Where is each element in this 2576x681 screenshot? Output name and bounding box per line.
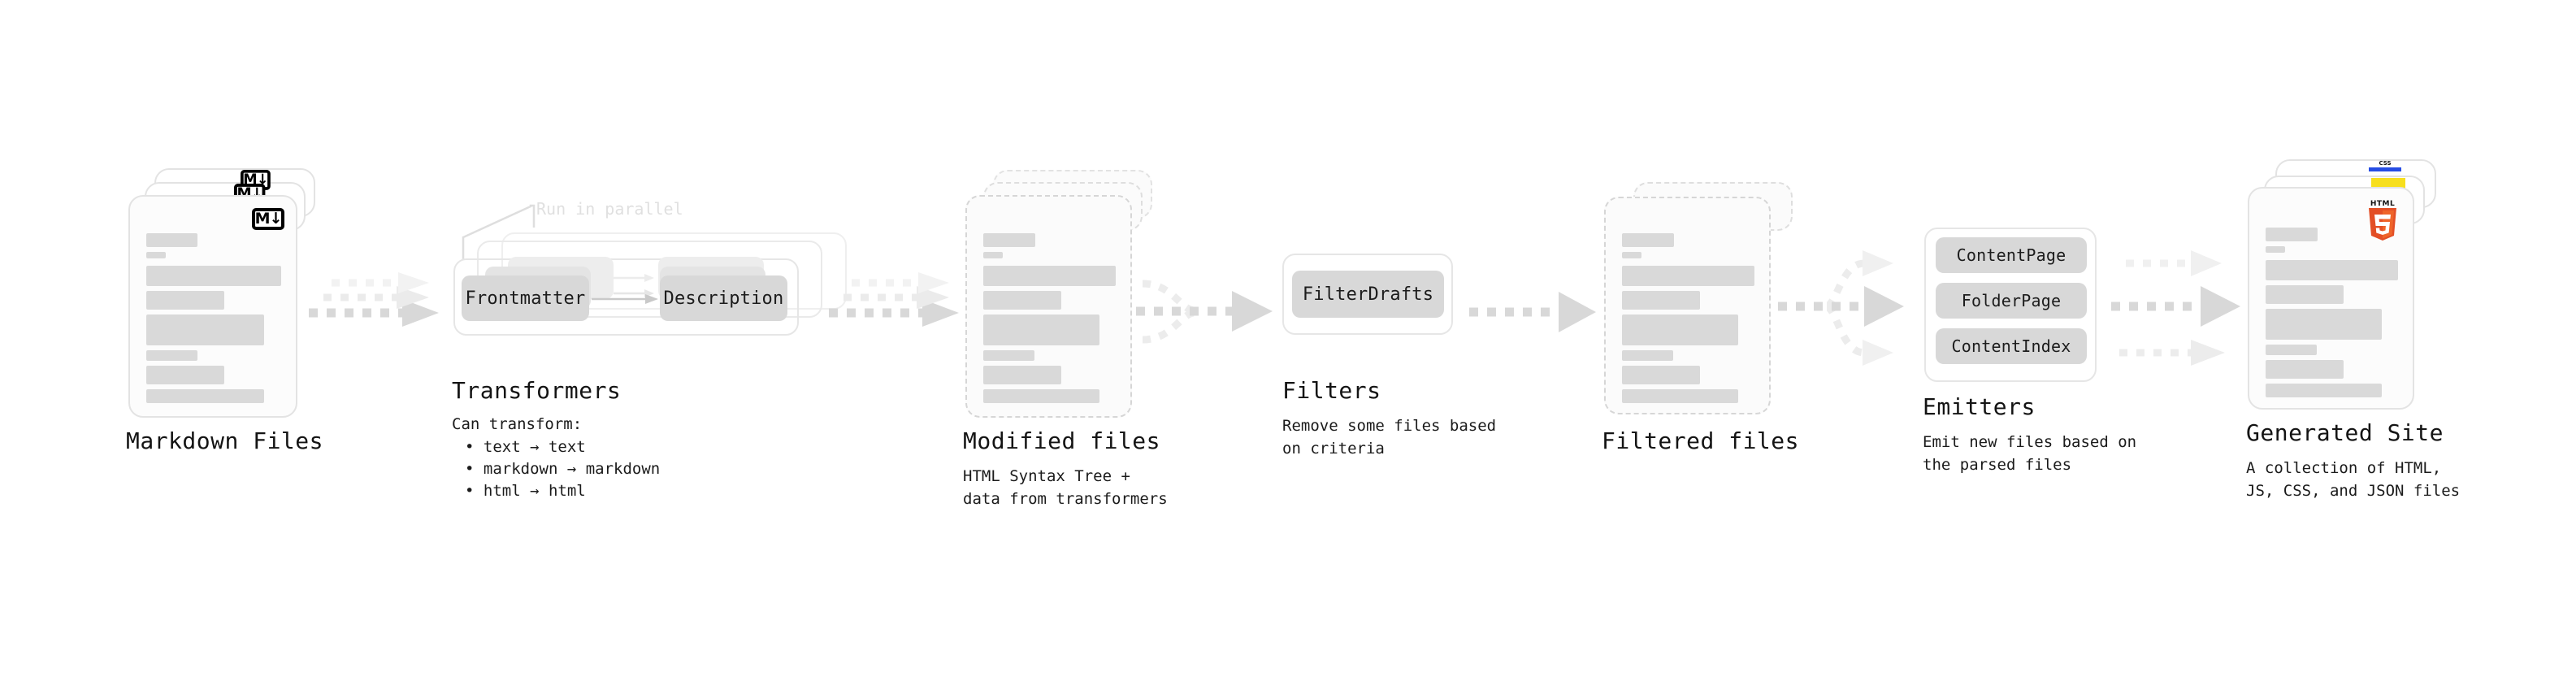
transformer-link-arrow <box>592 294 658 304</box>
emitters-title: Emitters <box>1923 393 2036 420</box>
emitter-chip-folderpage[interactable]: FolderPage <box>1936 283 2087 319</box>
emitter-chip-contentpage-label: ContentPage <box>1956 245 2066 265</box>
transformer-chip-frontmatter[interactable]: Frontmatter <box>462 275 589 321</box>
generated-site-title: Generated Site <box>2246 419 2444 446</box>
modified-files-subtitle-line-0: HTML Syntax Tree + <box>963 467 1130 485</box>
transformer-chip-description[interactable]: Description <box>660 275 787 321</box>
emitters-subtitle-line-0: Emit new files based on <box>1923 433 2137 451</box>
arrow-markdown-to-transformers <box>309 272 439 327</box>
modified-files-subtitle-line-1: data from transformers <box>963 490 1168 508</box>
arrow-filters-to-filtered <box>1469 292 1596 332</box>
emitter-chip-contentindex-label: ContentIndex <box>1951 336 2071 356</box>
transformer-link-arrows-faded <box>614 274 654 297</box>
filtered-card-bars <box>1606 198 1769 413</box>
filters-group-box <box>1282 254 1453 335</box>
markdown-card-bars <box>130 197 296 416</box>
filters-subtitle-line-1: on criteria <box>1282 440 1385 458</box>
markdown-files-title: Markdown Files <box>126 427 324 454</box>
emitter-chip-contentindex[interactable]: ContentIndex <box>1936 328 2087 364</box>
transformers-title: Transformers <box>452 377 622 404</box>
filtered-files-title: Filtered files <box>1602 427 1800 454</box>
markdown-badge: M↓ <box>252 208 284 230</box>
modified-files-title: Modified files <box>963 427 1161 454</box>
generated-site-subtitle-line-1: JS, CSS, and JSON files <box>2246 482 2461 500</box>
site-card-front: HTML <box>2248 187 2414 410</box>
transformers-transform-item-0: • text → text <box>465 438 586 456</box>
filtered-card-front <box>1604 197 1771 414</box>
transformers-transform-item-1: • markdown → markdown <box>465 460 661 478</box>
transformer-chip-frontmatter-label: Frontmatter <box>465 288 586 309</box>
filter-chip-filterdrafts[interactable]: FilterDrafts <box>1292 271 1444 318</box>
site-card-bars <box>2249 189 2413 408</box>
emitters-subtitle-line-1: the parsed files <box>1923 456 2072 474</box>
arrow-transformers-to-modified <box>829 272 959 327</box>
transformers-subtitle-heading: Can transform: <box>452 415 583 433</box>
modified-card-bars <box>967 197 1130 416</box>
transformers-transform-item-2: • html → html <box>465 482 586 500</box>
arrow-emitters-to-site <box>2111 250 2240 366</box>
filter-chip-filterdrafts-label: FilterDrafts <box>1302 284 1434 305</box>
html5-shield-icon <box>2369 208 2396 241</box>
modified-card-front <box>965 195 1132 418</box>
arrow-modified-to-filters <box>1136 280 1273 344</box>
emitter-chip-folderpage-label: FolderPage <box>1961 291 2062 310</box>
transformer-chip-description-label: Description <box>663 288 784 309</box>
html5-badge: HTML <box>2365 200 2400 242</box>
markdown-card-front: M↓ <box>128 195 297 418</box>
generated-site-subtitle-line-0: A collection of HTML, <box>2246 459 2442 477</box>
emitters-group-box <box>1924 228 2097 382</box>
filters-title: Filters <box>1282 377 1381 404</box>
arrow-filtered-to-emitters <box>1778 250 1904 366</box>
css-badge: CSS <box>2369 160 2401 171</box>
run-in-parallel-bracket <box>462 204 536 260</box>
emitter-chip-contentpage[interactable]: ContentPage <box>1936 237 2087 273</box>
run-in-parallel-label: Run in parallel <box>536 199 683 219</box>
transformers-group-front <box>453 258 799 336</box>
filters-subtitle-line-0: Remove some files based <box>1282 417 1497 435</box>
